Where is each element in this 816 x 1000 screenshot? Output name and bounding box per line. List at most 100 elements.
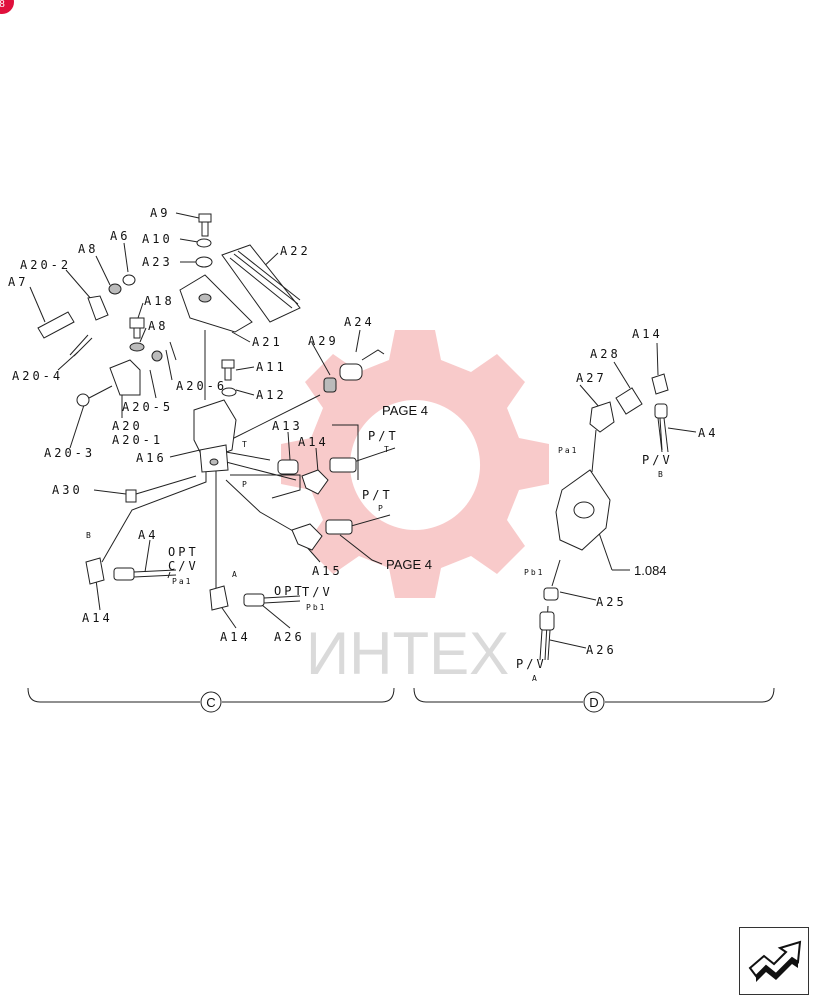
port-labels: T P B A P/T T P/T P OPT C/V Pa1 OPT T/V … (86, 429, 673, 683)
label-a18: A18 (144, 294, 175, 308)
label-a13: A13 (272, 419, 303, 433)
part-a26-hose-d (539, 611, 555, 661)
part-a23-washer (195, 256, 213, 268)
part-a25-fitting (543, 587, 559, 601)
ref-page4-a[interactable]: PAGE 4 (382, 403, 428, 418)
part-a14-elbow-c (301, 469, 329, 495)
part-a8-nut (108, 283, 122, 295)
port-pb1: Pb1 (306, 603, 326, 612)
part-a30-bolt (125, 475, 197, 503)
ref-1084[interactable]: 1.084 (634, 563, 667, 578)
label-a9: A9 (150, 206, 170, 220)
label-a26-d: A26 (586, 643, 617, 657)
part-a22-pedal-pad (221, 244, 301, 323)
part-1084-valve (555, 469, 611, 551)
section-d-label: D (589, 695, 598, 710)
part-a20-3-knob (76, 385, 113, 407)
watermark-text: ИНТЕХ (306, 620, 509, 687)
part-a16-valve-body (193, 399, 237, 473)
label-a24: A24 (344, 315, 375, 329)
port-a-d: A (532, 674, 539, 683)
port-b-d: B (658, 470, 665, 479)
part-hose-end-p (325, 519, 353, 535)
label-a20-3: A20-3 (44, 446, 95, 460)
part-a13-fitting (277, 459, 299, 475)
port-pa1-d: Pa1 (558, 446, 578, 455)
port-b: B (86, 531, 93, 540)
label-a4-c: A4 (138, 528, 158, 542)
label-a14-d: A14 (632, 327, 663, 341)
part-a14-elbow-d (651, 373, 669, 395)
label-a6: A6 (110, 229, 130, 243)
port-t-1: T (384, 445, 391, 454)
part-a10-washer (196, 238, 212, 248)
part-a28-fitting (615, 387, 643, 415)
hose-lines (101, 394, 663, 661)
port-a: A (232, 570, 239, 579)
label-a28: A28 (590, 347, 621, 361)
part-a9-bolt (198, 213, 212, 237)
ref-page4-b[interactable]: PAGE 4 (386, 557, 432, 572)
watermark-logo: ИНТЕХ (281, 330, 549, 687)
section-c-bracket: C (27, 687, 395, 713)
callout-labels: A9 A10 A23 A22 A8 A6 A20-2 A7 A18 A8 A21… (8, 206, 718, 657)
port-pv-a: P/V (516, 657, 547, 671)
port-pv-d: P/V (642, 453, 673, 467)
section-c-label: C (206, 695, 215, 710)
next-page-button[interactable] (739, 927, 809, 995)
section-d-bracket: D (413, 687, 775, 713)
port-tv: T/V (302, 585, 333, 599)
label-a10: A10 (142, 232, 173, 246)
label-a15: A15 (312, 564, 343, 578)
part-a26-hose-c (243, 593, 301, 607)
port-t: T (242, 440, 249, 449)
label-a30: A30 (52, 483, 83, 497)
part-a4-hose-c (113, 567, 177, 581)
page-references: PAGE 4 PAGE 4 1.084 (382, 403, 667, 578)
next-page-arrow-icon (748, 940, 802, 982)
port-p-2: P (378, 504, 385, 513)
label-a21: A21 (252, 335, 283, 349)
port-pa1: Pa1 (172, 577, 192, 586)
label-a20-5: A20-5 (122, 400, 173, 414)
part-a18-bolt (129, 317, 145, 339)
port-pb1-d: Pb1 (524, 568, 544, 577)
label-a29: A29 (308, 334, 339, 348)
part-a21-pedal (179, 274, 253, 400)
label-a4-d: A4 (698, 426, 718, 440)
label-a26-c: A26 (274, 630, 305, 644)
part-a4-hose-d (654, 403, 669, 453)
label-a20-6: A20-6 (176, 379, 227, 393)
part-a27-elbow (589, 401, 615, 433)
part-a20-bracket (109, 359, 141, 396)
label-a27: A27 (576, 371, 607, 385)
part-a12-washer (221, 387, 237, 397)
part-a20-4-spring (69, 334, 93, 357)
label-a12: A12 (256, 388, 287, 402)
port-cv: C/V (168, 559, 199, 573)
label-a20-2: A20-2 (20, 258, 71, 272)
part-a24-switch (339, 349, 385, 381)
label-a11: A11 (256, 360, 287, 374)
label-a14-b: A14 (82, 611, 113, 625)
part-a20-2-bracket (87, 295, 109, 321)
part-hose-end-t (329, 457, 357, 473)
part-a29-fitting (323, 377, 337, 393)
port-pt-2: P/T (362, 488, 393, 502)
part-a20-6-pin (169, 341, 177, 361)
label-a16: A16 (136, 451, 167, 465)
label-a14-c: A14 (298, 435, 329, 449)
part-a14-elbow-a (209, 585, 229, 611)
part-a7-grip (37, 311, 75, 339)
label-a20-1: A20-1 (112, 433, 163, 447)
part-a8-nut-mid (129, 342, 145, 352)
label-a23: A23 (142, 255, 173, 269)
label-a20: A20 (112, 419, 143, 433)
port-pt-1: P/T (368, 429, 399, 443)
leader-lines (29, 212, 697, 649)
part-a20-6-nut (151, 350, 163, 362)
label-a8-mid: A8 (148, 319, 168, 333)
part-a15-elbow (291, 523, 323, 551)
label-a22: A22 (280, 244, 311, 258)
